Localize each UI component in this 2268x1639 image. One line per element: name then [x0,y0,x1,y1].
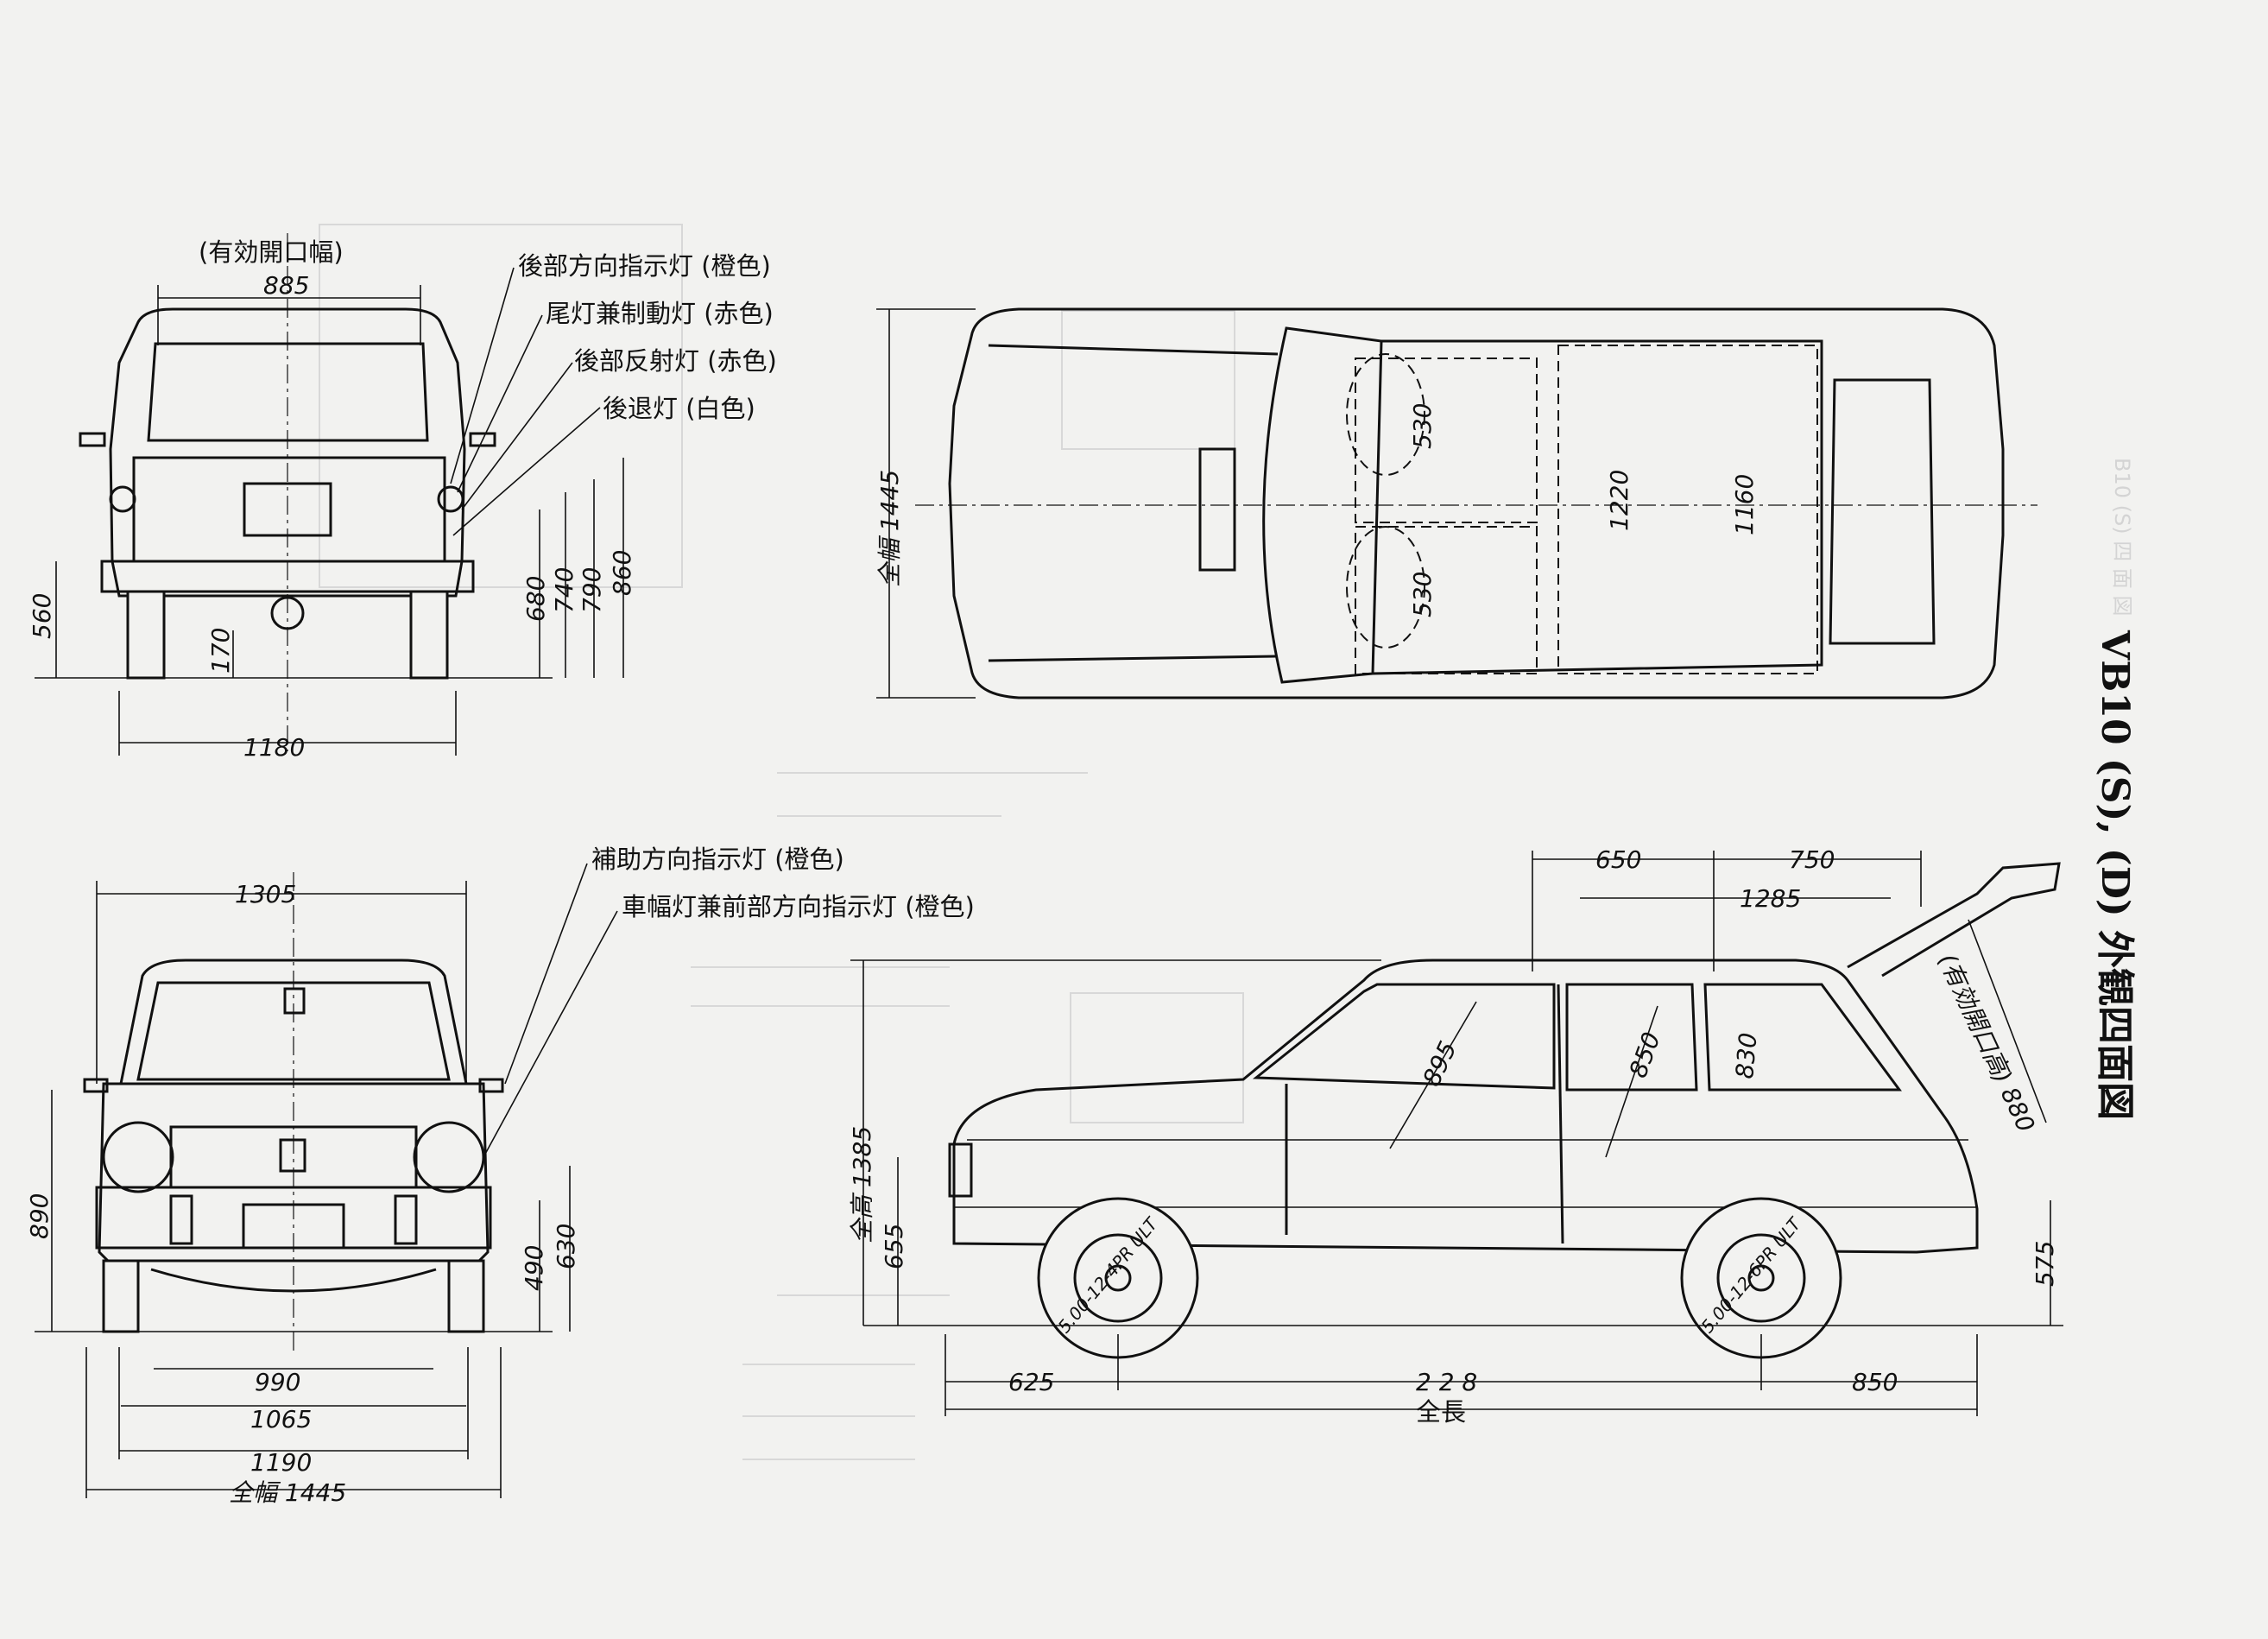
dim-790: 790 [578,567,606,613]
dim-530-b: 530 [1408,572,1437,617]
dim-1065: 1065 [250,1405,312,1433]
dim-hatch-opening: (有効開口高) 880 [1933,949,2041,1136]
dim-170: 170 [206,628,235,674]
rear-callout-3: 後退灯 (白色) [603,394,755,423]
dim-wheelbase: 2 2 8 [1416,1368,1477,1396]
rear-opening-caption: (有効開口幅) [199,237,344,267]
dim-1285: 1285 [1740,884,1801,913]
ghost-vertical-text: B10 (S) 四 面 図 [2110,458,2134,616]
top-width-label: 全幅 1445 [875,470,904,587]
dim-rear-overhang: 850 [1852,1368,1898,1396]
dim-575: 575 [2031,1241,2059,1287]
drawing-title: VB10 (S), (D) 外観四面図 [2093,630,2137,1120]
dim-890: 890 [25,1193,54,1239]
rear-callout-0: 後部方向指示灯 (橙色) [518,251,771,281]
overall-height: 全高 1385 [848,1126,876,1243]
ghost-bleed-through: B10 (S) 四 面 図 [319,224,2134,1460]
overall-length-label: 全長 [1416,1397,1466,1427]
dim-680: 680 [521,576,550,622]
dim-750: 750 [1789,845,1835,874]
dim-1160: 1160 [1730,474,1759,535]
front-overall-width: 全幅 1445 [229,1478,346,1507]
dim-990: 990 [255,1368,300,1396]
dim-1190: 1190 [250,1448,312,1477]
dim-895: 895 [1417,1037,1462,1091]
dim-655: 655 [880,1224,908,1269]
front-view: 1305 890 490 630 990 1065 1190 全幅 1445 補… [25,845,975,1507]
dim-560: 560 [28,593,56,639]
dim-830: 830 [1730,1031,1763,1079]
dim-1180: 1180 [243,733,305,762]
dim-530-a: 530 [1408,403,1437,449]
rear-callout-2: 後部反射灯 (赤色) [574,346,777,376]
side-view: 5.00-12-4PR ULT 5.00-12-6PR ULT 650 750 … [848,845,2063,1427]
top-view: 全幅 1445 530 530 1220 1160 [875,307,2037,699]
dim-650: 650 [1595,845,1641,874]
dim-1305: 1305 [235,880,296,908]
dim-front-overhang: 625 [1008,1368,1054,1396]
dim-850-inner: 850 [1624,1028,1666,1082]
dim-740: 740 [550,567,578,613]
dim-630: 630 [552,1224,580,1269]
front-callout-1: 車幅灯兼前部方向指示灯 (橙色) [622,892,975,921]
rear-view: (有効開口幅) 885 560 170 1180 680 740 790 860… [28,233,777,762]
rear-callout-1: 尾灯兼制動灯 (赤色) [546,299,774,328]
dim-490: 490 [520,1245,548,1291]
dim-1220: 1220 [1605,470,1633,531]
front-callout-0: 補助方向指示灯 (橙色) [591,845,844,874]
dim-860: 860 [608,550,636,596]
dim-885: 885 [263,271,309,300]
